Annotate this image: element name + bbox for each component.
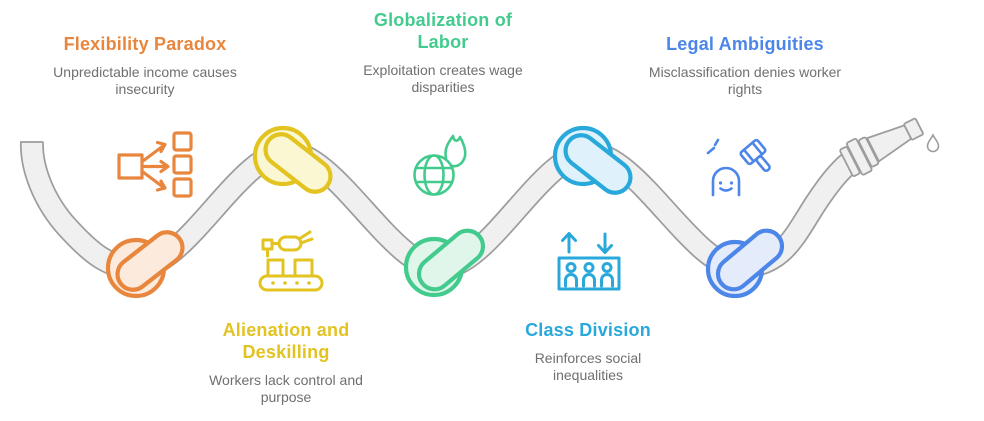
distribution-icon bbox=[117, 131, 193, 198]
topic-alienation-and-deskilling: Alienation and Deskilling Workers lack c… bbox=[204, 319, 368, 406]
topic-title: Legal Ambiguities bbox=[666, 34, 824, 54]
knot-alienation-deskilling bbox=[252, 125, 333, 194]
knot-legal-ambiguities bbox=[705, 228, 785, 299]
topic-title: Globalization of Labor bbox=[373, 10, 513, 52]
droplet-icon bbox=[926, 133, 940, 153]
topic-flexibility-paradox: Flexibility Paradox Unpredictable income… bbox=[45, 33, 245, 98]
knot-flexibility-paradox bbox=[105, 230, 185, 299]
gavel-ghost-icon bbox=[706, 138, 771, 197]
topic-description: Exploitation creates wage disparities bbox=[363, 62, 523, 95]
topic-description: Workers lack control and purpose bbox=[209, 372, 363, 405]
hose-nozzle bbox=[839, 117, 924, 177]
topic-class-division: Class Division Reinforces social inequal… bbox=[506, 319, 670, 384]
topic-globalization-of-labor: Globalization of Labor Exploitation crea… bbox=[361, 9, 525, 96]
knot-globalization-of-labor bbox=[403, 228, 486, 298]
robot-arm-conveyor-icon bbox=[258, 230, 324, 292]
topic-description: Misclassification denies worker rights bbox=[648, 64, 842, 97]
topic-description: Unpredictable income causes insecurity bbox=[53, 64, 237, 97]
topic-title: Flexibility Paradox bbox=[63, 34, 227, 54]
topic-legal-ambiguities: Legal Ambiguities Misclassification deni… bbox=[647, 33, 843, 98]
globe-flame-icon bbox=[413, 134, 467, 196]
knot-class-division bbox=[552, 125, 633, 195]
topic-title: Class Division bbox=[525, 320, 651, 340]
elevator-people-icon bbox=[557, 232, 621, 291]
topic-description: Reinforces social inequalities bbox=[534, 350, 642, 383]
topic-title: Alienation and Deskilling bbox=[222, 320, 350, 362]
